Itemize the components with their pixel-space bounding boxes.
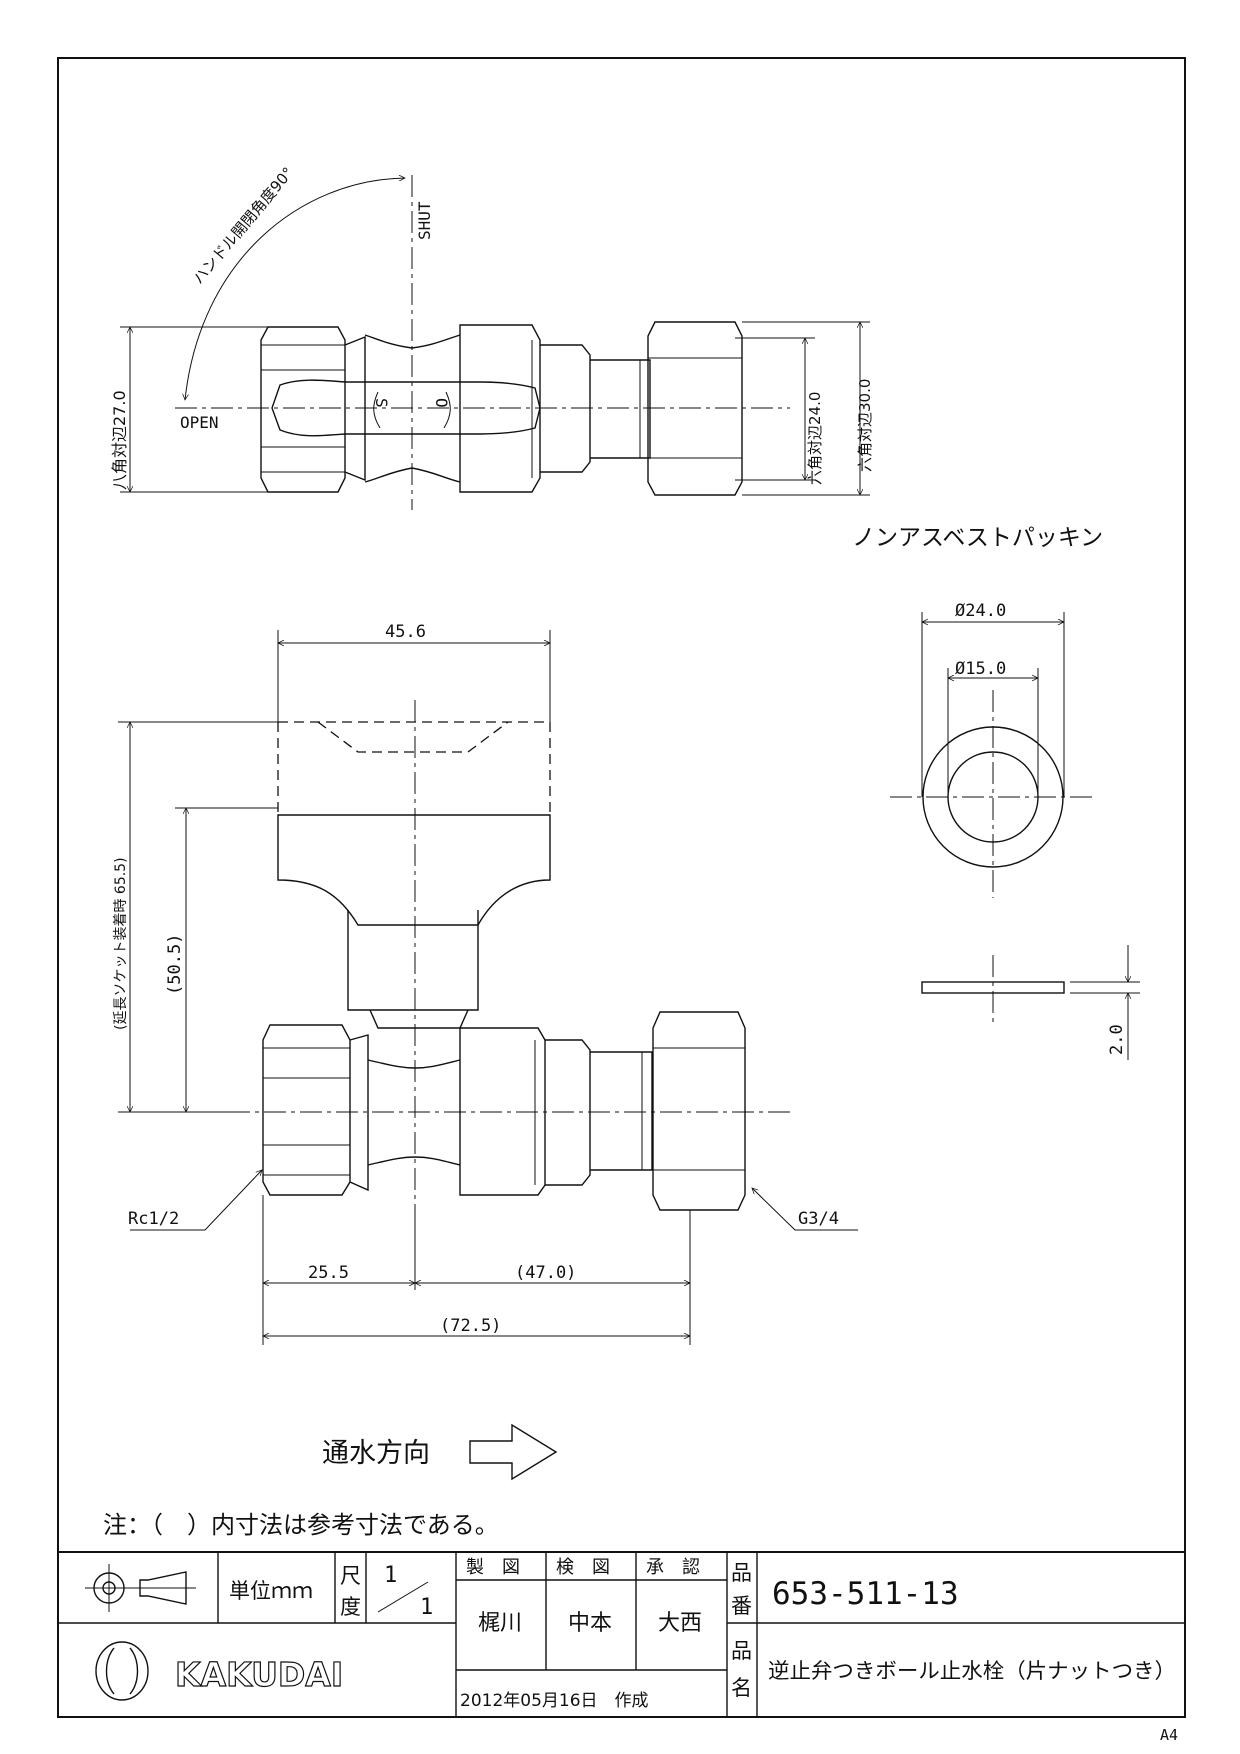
unit-label: 単位ｍｍ [229,1579,313,1603]
o-mark: O [432,398,451,408]
total-length-dimension: (72.5) [440,1316,501,1336]
part-name-label-1: 品 [731,1639,752,1663]
part-number: 653-511-13 [772,1576,959,1612]
title-block: 単位ｍｍ 尺 度 1 1 製 図 検 図 承 認 梶川 中本 大西 2012年0… [58,1551,1185,1717]
shut-label: SHUT [415,201,434,240]
drawn-by: 梶川 [478,1611,522,1636]
scale-label-2: 度 [340,1595,361,1619]
projection-symbol-icon [85,1564,196,1612]
scale-label-1: 尺 [340,1564,361,1588]
brand-name: KAKUDAI [175,1655,343,1694]
sheet-size: A4 [1160,1726,1178,1744]
hex-dimension-30-label: 六角対辺30.0 [856,379,874,472]
inlet-thread-label: Rc1/2 [128,1209,179,1229]
octagon-dimension-label: 八角対辺27.0 [110,390,129,490]
outlet-thread-label: G3/4 [798,1209,839,1229]
left-length-dimension: 25.5 [308,1263,349,1283]
flow-arrow-icon [469,1423,558,1481]
gasket-view: ノンアスベストパッキン Ø24.0 Ø15.0 2.0 [852,525,1140,1060]
open-label: OPEN [180,413,219,432]
handle-angle-label: ハンドル開閉角度90° [189,164,297,288]
scale-numerator: 1 [384,1563,397,1588]
sheet-border [57,57,1186,1718]
height-dimension: (50.5) [165,934,185,995]
gasket-thickness: 2.0 [1107,1024,1127,1055]
part-no-label-2: 番 [731,1594,752,1618]
front-view: 45.6 (延長ソケット装着時 65.5) (50.5) Rc1/2 G3/4 … [113,622,858,1345]
gasket-outer-dia: Ø24.0 [955,601,1006,621]
gasket-inner-dia: Ø15.0 [955,659,1006,679]
flow-direction-label: 通水方向 [322,1438,430,1469]
checked-by: 中本 [568,1611,612,1636]
note-text: 注：（ ）内寸法は参考寸法である。 [103,1511,499,1539]
gasket-title: ノンアスベストパッキン [852,525,1103,551]
checked-header: 検 図 [556,1557,610,1578]
kakudai-logo-icon [95,1641,149,1701]
part-no-label-1: 品 [731,1561,752,1585]
part-name: 逆止弁つきボール止水栓（片ナットつき） [768,1659,1176,1683]
part-name-label-2: 名 [731,1676,752,1700]
approved-header: 承 認 [646,1557,700,1578]
top-view: S O ハンドル開閉角度90° SHUT OPEN 八角対辺27.0 六角対辺2… [110,164,874,510]
extension-height-dimension: (延長ソケット装着時 65.5) [113,857,129,1030]
hex-dimension-24-label: 六角対辺24.0 [806,392,824,485]
scale-denominator: 1 [420,1595,433,1620]
s-mark: S [372,398,391,408]
right-length-dimension: (47.0) [515,1263,576,1283]
approved-by: 大西 [658,1611,702,1636]
drawing-date: 2012年05月16日 作成 [460,1691,649,1711]
handle-width-dimension: 45.6 [385,622,426,642]
drawn-header: 製 図 [466,1557,520,1578]
